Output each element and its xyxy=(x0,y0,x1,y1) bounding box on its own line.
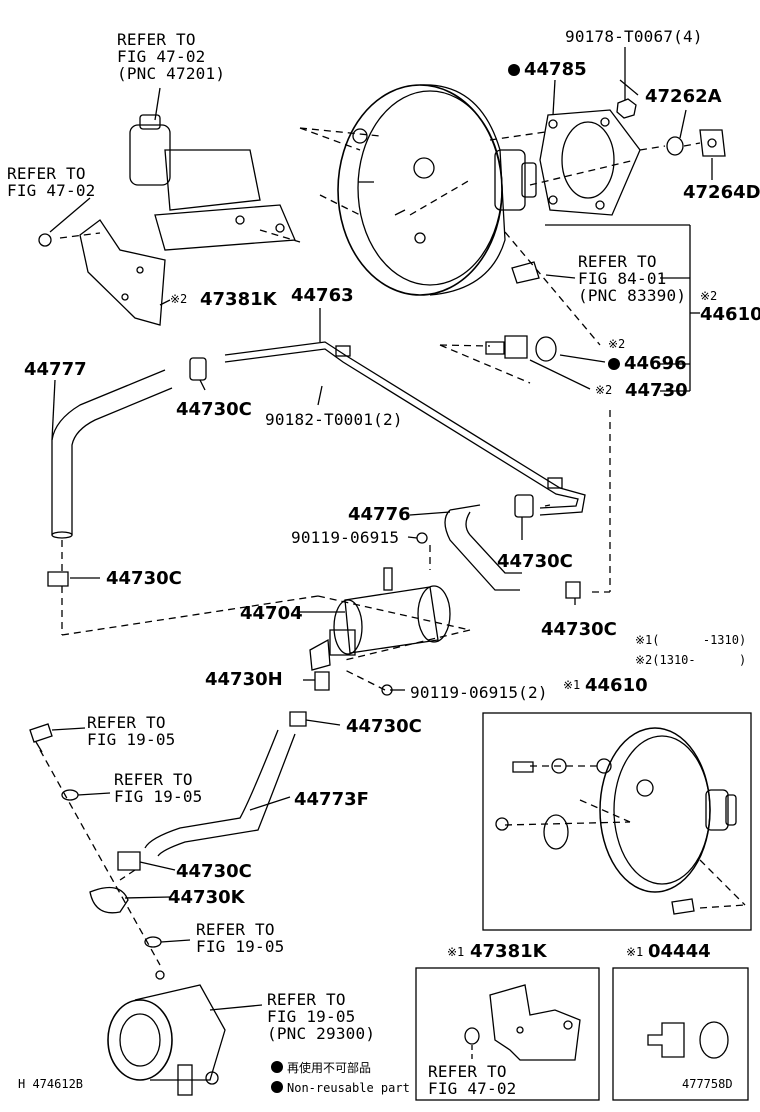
dashed-guides-top xyxy=(59,127,701,384)
ref-fig-47-02-bottom[interactable]: REFER TO FIG 47-02 xyxy=(428,1062,517,1098)
ref-fig-19-05-c[interactable]: REFER TO FIG 19-05 xyxy=(196,920,285,956)
illustration-code-left: H 474612B xyxy=(18,1077,84,1091)
mark-44610-b: ※1 xyxy=(563,678,581,692)
part-04444[interactable]: 04444 xyxy=(648,941,711,962)
range-legend: ※1( -1310) ※2(1310- ) xyxy=(635,633,747,667)
mark-04444: ※1 xyxy=(626,945,644,959)
mark-47381k-b: ※1 xyxy=(447,945,465,959)
part-44730c-f[interactable]: 44730C xyxy=(176,861,252,882)
vacuum-pipe-drawing xyxy=(224,341,586,516)
non-reusable-dot xyxy=(508,64,520,76)
part-44763[interactable]: 44763 xyxy=(291,285,354,306)
mark-44730: ※2 xyxy=(595,383,613,397)
vacuum-pump-drawing xyxy=(107,970,226,1096)
hose-44777-drawing xyxy=(47,357,207,587)
check-valve-drawing xyxy=(485,261,557,362)
legend-non-reusable-jp: 再使用不可部品 xyxy=(271,1061,371,1075)
legend-dot-jp xyxy=(271,1061,283,1073)
vacuum-pump-fittings-drawing xyxy=(29,723,162,948)
hose-44776-drawing xyxy=(444,494,581,599)
ref-fig-19-05-pnc[interactable]: REFER TO FIG 19-05 (PNC 29300) xyxy=(267,990,376,1043)
mark-44610: ※2 xyxy=(700,289,718,303)
booster-gasket-drawing xyxy=(539,109,641,216)
hose-44773f-drawing xyxy=(89,671,330,914)
bracket-drawing xyxy=(79,219,166,326)
part-44730c-a[interactable]: 44730C xyxy=(176,399,252,420)
repair-kit-box xyxy=(612,967,749,1101)
part-44730c-d[interactable]: 44730C xyxy=(541,619,617,640)
brake-booster-drawing xyxy=(337,84,537,296)
part-90119-06915-a[interactable]: 90119-06915 xyxy=(291,528,400,547)
part-44730[interactable]: 44730 xyxy=(625,380,688,401)
callout-bracket-44610 xyxy=(529,224,700,392)
master-cylinder-drawing xyxy=(38,114,296,251)
part-47381k-b[interactable]: 47381K xyxy=(470,941,547,962)
part-44610-main[interactable]: 44610 xyxy=(700,304,760,325)
part-44730c-c[interactable]: 44730C xyxy=(106,568,182,589)
part-44704[interactable]: 44704 xyxy=(240,603,303,624)
bracket-kit-box xyxy=(415,967,600,1101)
part-47262a[interactable]: 47262A xyxy=(645,86,722,107)
legend-non-reusable-en: Non-reusable part xyxy=(271,1081,410,1095)
leader-lines xyxy=(49,47,713,1011)
part-44610-b[interactable]: 44610 xyxy=(585,675,648,696)
ref-fig-84-01[interactable]: REFER TO FIG 84-01 (PNC 83390) xyxy=(578,252,687,305)
legend-dot-en xyxy=(271,1081,283,1093)
illustration-code-right: 477758D xyxy=(682,1077,733,1091)
part-44785[interactable]: 44785 xyxy=(508,60,587,79)
vacuum-tank-drawing xyxy=(309,532,451,696)
ref-fig-19-05-a[interactable]: REFER TO FIG 19-05 xyxy=(87,713,176,749)
part-90178-t0067[interactable]: 90178-T0067(4) xyxy=(565,27,703,46)
part-44777[interactable]: 44777 xyxy=(24,359,87,380)
part-44696[interactable]: 44696 xyxy=(608,354,687,373)
part-44730c-e[interactable]: 44730C xyxy=(346,716,422,737)
part-44773f[interactable]: 44773F xyxy=(294,789,369,810)
part-44776[interactable]: 44776 xyxy=(348,504,411,525)
part-47264d[interactable]: 47264D xyxy=(683,182,760,203)
ref-fig-47-02-left[interactable]: REFER TO FIG 47-02 xyxy=(7,164,96,200)
nut-and-clevis-drawing xyxy=(616,98,726,157)
part-90182-t0001[interactable]: 90182-T0001(2) xyxy=(265,410,403,429)
non-reusable-dot xyxy=(608,358,620,370)
part-44730k[interactable]: 44730K xyxy=(168,887,245,908)
part-90119-06915-b[interactable]: 90119-06915(2) xyxy=(410,683,548,702)
part-44730c-b[interactable]: 44730C xyxy=(497,551,573,572)
booster-kit-box xyxy=(482,712,752,931)
ref-fig-47-02-top[interactable]: REFER TO FIG 47-02 (PNC 47201) xyxy=(117,30,226,83)
mark-44696: ※2 xyxy=(608,337,626,351)
part-47381k[interactable]: 47381K xyxy=(200,289,277,310)
ref-fig-19-05-b[interactable]: REFER TO FIG 19-05 xyxy=(114,770,203,806)
part-44730h[interactable]: 44730H xyxy=(205,669,283,690)
mark-47381k: ※2 xyxy=(170,292,188,306)
dashed-guides-lower xyxy=(39,410,611,966)
